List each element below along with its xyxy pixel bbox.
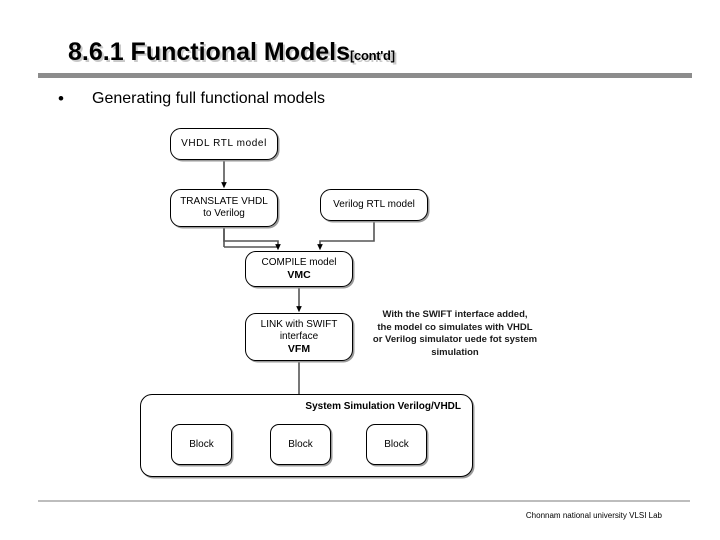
footer-label: Chonnam national university VLSI Lab — [525, 511, 662, 520]
node-verilog-rtl-model-line-0: Verilog RTL model — [333, 199, 415, 210]
page-title-main: 8.6.1 Functional Models — [68, 38, 350, 66]
page-title-suffix: [cont'd] — [350, 48, 395, 63]
node-compile-model-line-0: COMPILE model — [261, 257, 337, 268]
node-vhdl-rtl-model-line-0: VHDL RTL model — [181, 138, 267, 149]
footer-divider — [38, 500, 690, 502]
swift-annotation: With the SWIFT interface added, the mode… — [362, 309, 548, 359]
bullet-item: • Generating full functional models — [58, 88, 558, 112]
node-translate-vhdl-line-0: TRANSLATE VHDL — [180, 196, 268, 207]
node-translate-vhdl-line-1: to Verilog — [203, 208, 245, 219]
swift-annotation-line-3: or Verilog simulator uede fot system — [372, 334, 538, 345]
node-translate-vhdl[interactable]: TRANSLATE VHDL to Verilog — [170, 189, 278, 227]
system-block-0-label: Block — [189, 439, 214, 450]
swift-annotation-line-1: With the SWIFT interface added, — [382, 309, 528, 320]
node-vhdl-rtl-model[interactable]: VHDL RTL model — [170, 128, 278, 160]
node-verilog-rtl-model[interactable]: Verilog RTL model — [320, 189, 428, 221]
system-block-1-label: Block — [288, 439, 313, 450]
swift-annotation-line-2: the model co simulates with VHDL — [377, 321, 533, 333]
system-block-1[interactable]: Block — [270, 424, 331, 465]
node-link-with-swift-vfm: VFM — [287, 343, 311, 355]
system-simulation-label: System Simulation Verilog/VHDL — [305, 401, 461, 412]
bullet-marker-icon: • — [58, 89, 64, 108]
system-block-2[interactable]: Block — [366, 424, 427, 465]
node-link-with-swift-line-1: interface — [279, 331, 319, 342]
page-title: 8.6.1 Functional Models[cont'd] — [68, 38, 395, 67]
node-link-with-swift[interactable]: LINK with SWIFT interface VFM — [245, 313, 353, 361]
bullet-label: Generating full functional models — [92, 90, 326, 107]
system-block-2-label: Block — [384, 439, 409, 450]
system-block-0[interactable]: Block — [171, 424, 232, 465]
swift-annotation-line-4: simulation — [431, 346, 479, 358]
node-compile-model-vmc: VMC — [287, 269, 311, 281]
node-compile-model[interactable]: COMPILE model VMC — [245, 251, 353, 287]
node-link-with-swift-line-0: LINK with SWIFT — [260, 319, 338, 330]
title-divider — [38, 73, 692, 78]
